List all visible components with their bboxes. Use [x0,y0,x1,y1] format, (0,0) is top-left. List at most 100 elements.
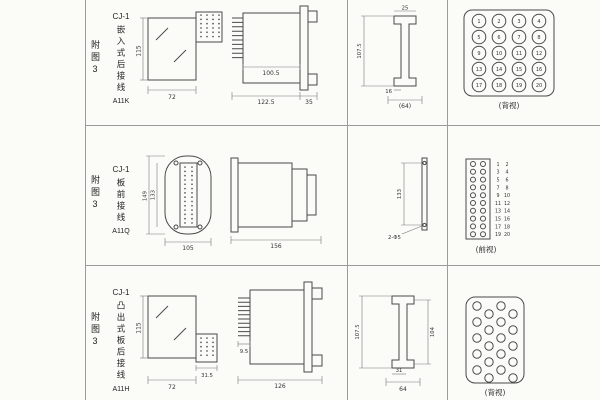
dim-label: (64) [399,103,411,110]
mount-type-label: 凸出式板后接线 [116,301,126,382]
front-view-a11h: 115 31.5 72 [136,295,218,391]
dim-label: 16 [385,89,392,95]
dim-label: 107.5 [357,43,363,58]
table-vline-left [85,0,86,400]
dim-label: 115 [136,322,143,334]
terminal-plate-outline [463,9,555,97]
mounting-flange [299,5,309,91]
svg-text:20: 20 [504,232,510,238]
svg-text:19: 19 [516,83,522,89]
dim-label: 31.5 [201,373,213,379]
type-label-row3: CJ-1 凸出式板后接线 A11H [103,288,139,393]
series-label: CJ-1 [112,12,130,21]
svg-text:12: 12 [536,51,542,57]
dim-label: 107.5 [355,324,361,339]
side-view-a11q: 156 [230,157,322,250]
svg-text:3: 3 [517,19,520,25]
dim-label: 126 [274,383,286,390]
svg-text:10: 10 [496,51,502,57]
table-vline-mid [347,0,348,400]
svg-text:2: 2 [497,19,500,25]
side-view-a11k: 100.5 122.5 35 [231,5,318,106]
svg-text:20: 20 [536,83,542,89]
svg-text:3: 3 [496,170,499,176]
svg-text:16: 16 [504,217,510,223]
svg-text:6: 6 [505,178,508,184]
relay-body-outline [147,17,197,81]
relay-case-outline [249,289,305,365]
svg-text:15: 15 [495,217,501,223]
dim-label: 115 [136,45,143,57]
svg-text:17: 17 [495,224,501,230]
mounting-flange [303,281,313,373]
svg-text:8: 8 [537,35,540,41]
terminal-block-outline [195,333,218,363]
table-hline-2 [85,265,600,266]
cutout-outline [391,295,415,369]
type-label-row2: CJ-1 板前接线 A11Q [103,165,139,235]
svg-text:1: 1 [477,19,480,25]
svg-text:4: 4 [505,170,508,176]
hole-spec-label: 2-Φ5 [388,235,401,241]
dim-label: 100.5 [262,70,279,77]
table-hline-1 [85,125,600,126]
svg-text:7: 7 [496,185,499,191]
dim-label: 35 [305,99,313,106]
dim-label: 133 [151,190,157,200]
terminal-strip-outline [179,162,198,228]
mounting-hole [422,222,427,228]
mounting-hole [422,160,427,166]
model-code-label: A11Q [112,228,130,235]
dim-label: 72 [168,94,176,101]
svg-text:7: 7 [517,35,520,41]
drilling-view-a11q: 133 2-Φ5 [388,157,428,241]
svg-text:8: 8 [505,185,508,191]
series-label: CJ-1 [112,288,130,297]
svg-text:14: 14 [504,209,510,215]
dim-label: 122.5 [257,99,274,106]
dim-label: 72 [168,384,176,391]
svg-text:6: 6 [497,35,500,41]
dim-label: 133 [397,189,403,199]
svg-text:1: 1 [496,162,499,168]
dim-label: 156 [270,243,282,250]
terminal-block-outline [195,11,223,43]
cutout-outline [393,15,417,87]
front-view-a11q: 149 133 105 [143,155,212,252]
svg-text:19: 19 [495,232,501,238]
svg-text:4: 4 [537,19,540,25]
table-vline-right [447,0,448,400]
view-label: (背视) [485,387,506,397]
terminal-pin-stagger [472,301,518,383]
svg-text:2: 2 [505,162,508,168]
svg-text:18: 18 [496,83,502,89]
svg-text:14: 14 [496,67,502,73]
fig-label-row2: 附图3 [90,175,100,212]
series-label: CJ-1 [112,165,130,174]
board-edge-outline [421,157,428,231]
view-label: (背视) [499,100,520,110]
dim-label: 105 [182,245,194,252]
svg-text:15: 15 [516,67,522,73]
svg-text:17: 17 [476,83,482,89]
panel-cutout-a11k: 107.5 25 16 (64) [357,6,423,110]
svg-text:5: 5 [477,35,480,41]
front-view-a11k: 115 72 [136,11,223,101]
svg-text:13: 13 [476,67,482,73]
svg-text:5: 5 [496,178,499,184]
terminal-strip-outline [465,158,491,240]
mounting-plate-outline [164,155,212,235]
fig-label-row1: 附图3 [90,40,100,77]
dim-label: 25 [402,6,409,12]
dim-label: 9.5 [240,349,248,355]
type-label-row1: CJ-1 嵌入式后接线 A11K [103,12,139,105]
terminal-layout-a11h: (背视) [465,296,525,397]
panel-cutout-a11h: 107.5 104 31 64 [355,295,436,393]
svg-text:10: 10 [504,193,510,199]
svg-text:11: 11 [516,51,522,57]
